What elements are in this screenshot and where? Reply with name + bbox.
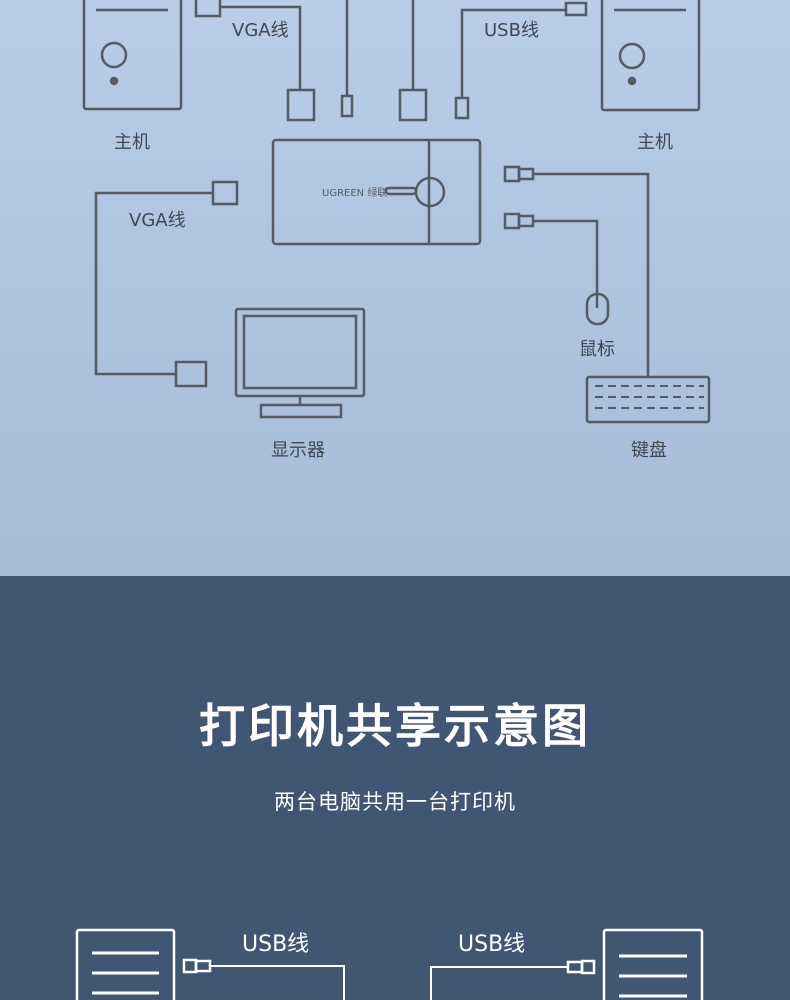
label-keyboard: 键盘	[631, 440, 667, 461]
label-host-left: 主机	[114, 132, 150, 153]
right-host-icon	[600, 0, 701, 112]
kvm-diagram-panel	[0, 0, 790, 576]
label-usb-right-printer: USB线	[458, 932, 526, 957]
usb-cable-mouse	[503, 212, 599, 295]
usb-cable-right-printer	[430, 959, 596, 1000]
label-usb-left-printer: USB线	[242, 932, 310, 957]
mouse-icon	[585, 292, 610, 326]
label-vga-left: VGA线	[129, 210, 186, 231]
label-vga-top: VGA线	[232, 20, 289, 41]
vga-cable-right-host	[398, 0, 428, 122]
left-computer-icon	[75, 928, 176, 1000]
label-mouse: 鼠标	[579, 339, 615, 360]
vga-cable-left	[94, 180, 239, 388]
keyboard-icon	[585, 375, 711, 424]
monitor-icon	[234, 307, 366, 419]
label-monitor: 显示器	[271, 440, 325, 461]
label-usb-top: USB线	[484, 20, 539, 41]
usb-cable-left-host	[340, 0, 354, 118]
label-host-right: 主机	[637, 132, 673, 153]
usb-cable-top	[454, 1, 588, 120]
right-computer-icon	[602, 928, 704, 1000]
usb-cable-keyboard	[503, 165, 650, 378]
section-title: 打印机共享示意图	[199, 699, 591, 753]
kvm-switch	[271, 138, 482, 246]
vga-cable-top	[194, 0, 316, 122]
usb-cable-left-printer	[182, 958, 345, 1000]
left-host-icon	[82, 0, 183, 111]
switch-brand-label: UGREEN 绿联	[322, 188, 388, 199]
section-subtitle: 两台电脑共用一台打印机	[274, 790, 516, 814]
